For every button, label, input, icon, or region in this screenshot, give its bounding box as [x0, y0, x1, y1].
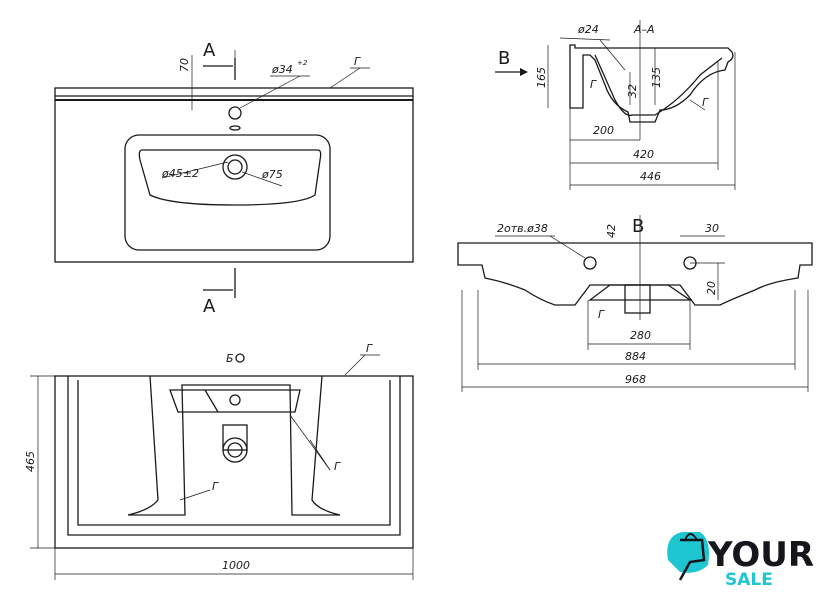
bottom-outline — [54, 375, 414, 549]
view-label-b: Б — [226, 352, 234, 365]
dim-20: 20 — [705, 281, 718, 295]
drain-dia: ø45±2 — [161, 167, 199, 180]
section-mark-top: A — [203, 40, 216, 61]
dim-30: 30 — [705, 222, 719, 235]
overflow-dia: ø34 — [271, 63, 293, 76]
overflow-hole — [228, 106, 242, 120]
plan-view: A A 70 ø34 +2 Г ø45±2 ø75 — [54, 40, 414, 317]
dim-32: 32 — [626, 84, 639, 98]
section-mark-bottom: A — [203, 296, 216, 317]
basin-bowl — [138, 149, 322, 206]
overflow-tol: +2 — [297, 59, 308, 67]
dim-465: 465 — [24, 451, 37, 472]
section-view: В ø24 А–А 165 135 32 200 420 446 Г Г — [495, 20, 736, 190]
dim-42: 42 — [605, 224, 618, 238]
front-glaze: Г — [598, 308, 605, 321]
glaze-right: Г — [702, 96, 709, 109]
dia-24: ø24 — [577, 23, 599, 36]
bottom-view: Б Г Г Г 465 1000 — [24, 342, 414, 580]
plan-outline — [54, 87, 414, 263]
glaze-mark: Г — [354, 55, 361, 68]
dim-420: 420 — [633, 148, 654, 161]
logo-word-sale: SALE — [725, 570, 773, 590]
dim-200: 200 — [593, 124, 614, 137]
dim-280: 280 — [630, 329, 651, 342]
front-outline — [457, 242, 813, 306]
glaze-top: Г — [366, 342, 373, 355]
glaze-right-bottom: Г — [334, 460, 341, 473]
logo-word-your: YOUR — [707, 535, 814, 575]
dim-135: 135 — [650, 67, 663, 88]
front-view: 2отв.ø38 42 В 30 20 Г 280 884 968 — [457, 215, 813, 392]
view-label-v: В — [632, 216, 644, 237]
glaze-bottom: Г — [212, 480, 219, 493]
shopping-bag-icon — [678, 538, 706, 581]
dim-446: 446 — [640, 170, 661, 183]
dim-70: 70 — [178, 58, 191, 72]
view-arrow-label: В — [498, 48, 510, 69]
dim-968: 968 — [625, 373, 646, 386]
holes-note: 2отв.ø38 — [497, 222, 548, 235]
dim-884: 884 — [625, 350, 646, 363]
section-title: А–А — [633, 23, 655, 36]
section-profile — [569, 44, 734, 123]
drain-hole — [222, 154, 248, 180]
drain-outer-dia: ø75 — [261, 168, 283, 181]
yoursale-logo: YOUR SALE — [667, 532, 814, 590]
dim-165: 165 — [535, 67, 548, 88]
dim-1000: 1000 — [222, 559, 250, 572]
glaze-left: Г — [590, 78, 597, 91]
basin-outline — [124, 134, 331, 251]
